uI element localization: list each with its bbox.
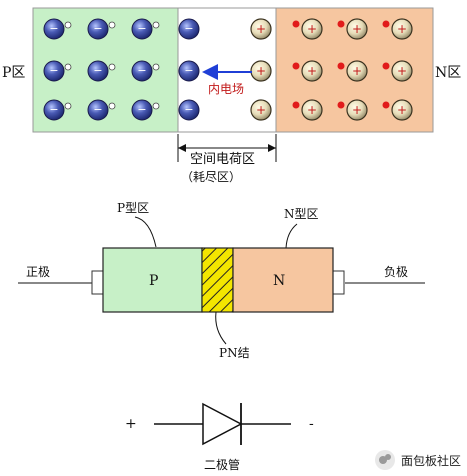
anode-label: 正极 xyxy=(26,265,50,279)
free-carrier-dot xyxy=(292,62,300,70)
ion-minus-sign: − xyxy=(93,64,102,77)
ion-plus-sign: + xyxy=(352,22,362,36)
n-region-leader xyxy=(285,223,298,249)
ion-plus-sign: + xyxy=(256,22,266,36)
negative-acceptor-ion: − xyxy=(131,99,153,121)
ion-minus-sign: − xyxy=(137,22,146,35)
p-region-ions: − − − − − − − − − − − − xyxy=(43,18,200,121)
negative-acceptor-ion: − xyxy=(131,60,153,82)
p-block-letter: P xyxy=(149,273,158,289)
ion-minus-sign: − xyxy=(137,64,146,77)
symbol-minus: - xyxy=(309,416,314,432)
negative-acceptor-ion: − xyxy=(43,60,65,82)
ion-plus-sign: + xyxy=(307,103,317,117)
ion-plus-sign: + xyxy=(307,64,317,78)
depletion-label: （耗尽区） xyxy=(181,170,241,184)
p-type-block xyxy=(102,247,203,313)
watermark-text: 面包板社区 xyxy=(400,453,461,468)
n-type-block xyxy=(232,247,334,313)
ion-plus-sign: + xyxy=(352,64,362,78)
free-carrier-dot xyxy=(337,20,345,28)
pn-junction-hatched xyxy=(201,247,234,313)
positive-donor-ion: + xyxy=(301,99,323,121)
positive-donor-ion: + xyxy=(391,60,413,82)
hole-dot xyxy=(108,63,116,71)
pn-junction-label: PN结 xyxy=(219,346,250,360)
positive-donor-ion: + xyxy=(301,18,323,40)
free-carrier-dot xyxy=(382,62,390,70)
positive-donor-ion: + xyxy=(346,18,368,40)
ion-minus-sign: − xyxy=(184,22,193,35)
hole-dot xyxy=(152,63,160,71)
negative-acceptor-ion: − xyxy=(87,18,109,40)
n-region-ions: + + + + + + + + + + + + xyxy=(250,18,413,121)
negative-acceptor-ion: − xyxy=(131,18,153,40)
free-carrier-dot xyxy=(382,101,390,109)
ion-minus-sign: − xyxy=(49,22,58,35)
bracket-arrow-left xyxy=(178,144,186,152)
n-region-type-label: N型区 xyxy=(284,207,319,221)
negative-acceptor-ion: − xyxy=(87,99,109,121)
ion-plus-sign: + xyxy=(397,103,407,117)
ion-plus-sign: + xyxy=(256,103,266,117)
hole-dot xyxy=(108,21,116,29)
ion-minus-sign: − xyxy=(49,103,58,116)
hole-dot xyxy=(64,102,72,110)
ion-plus-sign: + xyxy=(397,22,407,36)
junction-leader xyxy=(215,311,227,345)
free-carrier-dot xyxy=(337,62,345,70)
ion-minus-sign: − xyxy=(93,103,102,116)
free-carrier-dot xyxy=(337,101,345,109)
ion-plus-sign: + xyxy=(256,64,266,78)
hole-dot xyxy=(108,102,116,110)
positive-donor-ion: + xyxy=(250,18,272,40)
cathode-label: 负极 xyxy=(384,265,408,279)
ion-minus-sign: − xyxy=(93,22,102,35)
negative-acceptor-ion: − xyxy=(87,60,109,82)
free-carrier-dot xyxy=(292,20,300,28)
bracket-arrow-right xyxy=(268,144,276,152)
hole-dot xyxy=(64,63,72,71)
ion-minus-sign: − xyxy=(49,64,58,77)
space-charge-label: 空间电荷区 xyxy=(190,152,255,167)
wechat-icon xyxy=(374,450,395,470)
negative-acceptor-ion: − xyxy=(178,18,200,40)
p-region-type-label: P型区 xyxy=(117,201,149,215)
positive-donor-ion: + xyxy=(250,99,272,121)
hole-dot xyxy=(152,21,160,29)
negative-acceptor-ion: − xyxy=(43,18,65,40)
anode-contact xyxy=(91,270,104,295)
ion-plus-sign: + xyxy=(352,103,362,117)
p-region-label: P区 xyxy=(2,65,25,81)
watermark: 面包板社区 xyxy=(374,450,461,470)
positive-donor-ion: + xyxy=(301,60,323,82)
free-carrier-dot xyxy=(382,20,390,28)
ion-minus-sign: − xyxy=(184,103,193,116)
positive-donor-ion: + xyxy=(250,60,272,82)
ion-plus-sign: + xyxy=(397,64,407,78)
inner-field-label: 内电场 xyxy=(208,82,244,96)
n-region-label: N区 xyxy=(435,65,461,81)
p-region-leader xyxy=(134,216,157,248)
ion-plus-sign: + xyxy=(307,22,317,36)
diode-caption: 二极管 xyxy=(204,457,240,472)
diode-triangle xyxy=(202,402,243,446)
ion-minus-sign: − xyxy=(137,103,146,116)
cathode-contact xyxy=(332,270,345,295)
symbol-plus: + xyxy=(125,416,137,432)
ion-minus-sign: − xyxy=(184,64,193,77)
free-carrier-dot xyxy=(292,101,300,109)
hole-dot xyxy=(152,102,160,110)
positive-donor-ion: + xyxy=(391,18,413,40)
negative-acceptor-ion: − xyxy=(43,99,65,121)
positive-donor-ion: + xyxy=(391,99,413,121)
negative-acceptor-ion: − xyxy=(178,99,200,121)
positive-donor-ion: + xyxy=(346,99,368,121)
negative-acceptor-ion: − xyxy=(178,60,200,82)
positive-donor-ion: + xyxy=(346,60,368,82)
n-block-letter: N xyxy=(273,273,285,289)
hole-dot xyxy=(64,21,72,29)
